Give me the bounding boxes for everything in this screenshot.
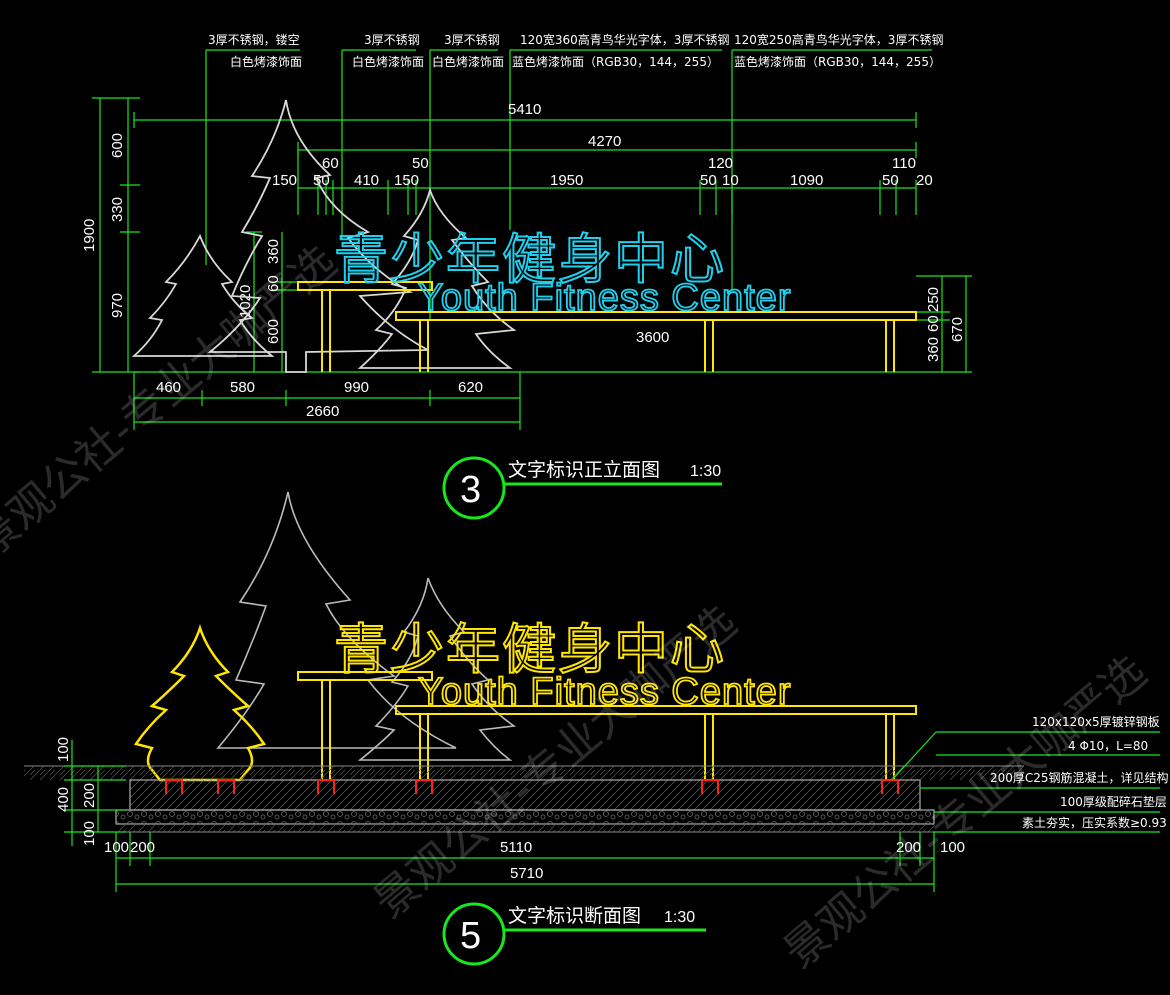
drawing-number-3: 3 bbox=[460, 469, 481, 511]
annotation-notes: 3厚不锈钢，镂空 白色烤漆饰面 3厚不锈钢 白色烤漆饰面 3厚不锈钢 白色烤漆饰… bbox=[205, 32, 943, 320]
dim-250: 250 bbox=[925, 287, 942, 312]
yellow-tree bbox=[133, 624, 267, 782]
section-dim-200-right: 200 bbox=[896, 839, 921, 856]
anchor-plates bbox=[165, 779, 899, 794]
note-5-line1: 120宽250高青鸟华光字体，3厚不锈钢 bbox=[734, 32, 943, 47]
section-note-1: 120x120x5厚镀锌钢板 bbox=[1032, 715, 1160, 729]
dim-60-right: 60 bbox=[925, 315, 942, 332]
section-dim-200-left: 200 bbox=[130, 839, 155, 856]
dim-410: 410 bbox=[354, 172, 379, 189]
note-3-line2: 白色烤漆饰面 bbox=[432, 54, 504, 69]
section-dim-5110: 5110 bbox=[500, 839, 532, 856]
dim-50b: 50 bbox=[700, 172, 717, 189]
bottom-dimensions: 460 580 990 620 2660 3600 bbox=[133, 329, 669, 430]
dim-620: 620 bbox=[458, 379, 483, 396]
note-5-line2: 蓝色烤漆饰面（RGB30，144，255） bbox=[734, 54, 941, 69]
section-note-5: 素土夯实，压实系数≥0.93 bbox=[1022, 815, 1167, 830]
top-dimensions: 5410 4270 60 50 bbox=[133, 101, 933, 215]
drawing-scale-3: 1:30 bbox=[690, 463, 721, 480]
dim-50a: 50 bbox=[313, 172, 330, 189]
section-dim-100-bottom: 100 bbox=[81, 821, 98, 846]
section-dim-100-top: 100 bbox=[55, 737, 72, 762]
note-1-line2: 白色烤漆饰面 bbox=[230, 54, 302, 69]
dim-1950: 1950 bbox=[550, 172, 583, 189]
dim-1090: 1090 bbox=[790, 172, 823, 189]
ghost-tree-large bbox=[216, 491, 457, 749]
small-tree-outline bbox=[131, 233, 275, 357]
section-sign-text-chinese: 青少年健身中心 bbox=[334, 618, 726, 681]
dim-10: 10 bbox=[722, 172, 739, 189]
mid-tree-outline bbox=[357, 186, 517, 369]
dim-360-right: 360 bbox=[925, 337, 942, 362]
section-sign-text-english: Youth Fitness Center bbox=[418, 671, 791, 713]
dim-20: 20 bbox=[916, 172, 933, 189]
drawing-scale-5: 1:30 bbox=[664, 909, 695, 926]
section-dim-100-left: 100 bbox=[104, 839, 129, 856]
dim-5410: 5410 bbox=[508, 101, 541, 118]
section-note-4: 100厚级配碎石垫层 bbox=[1060, 794, 1167, 809]
dim-150b: 150 bbox=[394, 172, 419, 189]
dim-600b: 600 bbox=[265, 319, 282, 344]
dim-60: 60 bbox=[322, 155, 339, 172]
dim-580: 580 bbox=[230, 379, 255, 396]
dim-1900: 1900 bbox=[81, 219, 98, 252]
dim-60-left: 60 bbox=[265, 275, 282, 292]
note-3-line1: 3厚不锈钢 bbox=[444, 33, 500, 47]
sign-text-chinese: 青少年健身中心 bbox=[334, 228, 726, 291]
note-4-line2: 蓝色烤漆饰面（RGB30，144，255） bbox=[512, 54, 719, 69]
dim-110: 110 bbox=[892, 155, 916, 172]
note-4-line1: 120宽360高青鸟华光字体，3厚不锈钢 bbox=[520, 32, 729, 47]
section-notes: 120x120x5厚镀锌钢板 4 Φ10，L=80 200厚C25钢筋混凝土，详… bbox=[891, 715, 1169, 833]
dim-460: 460 bbox=[156, 379, 181, 396]
dim-600: 600 bbox=[109, 133, 126, 158]
note-2-line1: 3厚不锈钢 bbox=[364, 33, 420, 47]
foundation-layers bbox=[24, 765, 1024, 833]
section-bottom-dimensions: 100 200 5110 200 100 5710 bbox=[104, 832, 965, 892]
watermark-layer: 景观公社-专业大咖严选 景观公社-专业大咖严选 景观公社-专业大咖严选 bbox=[0, 236, 1156, 978]
section-left-dimensions: 100 400 200 100 bbox=[55, 737, 126, 846]
section-dim-5710: 5710 bbox=[510, 865, 543, 882]
dim-990: 990 bbox=[344, 379, 369, 396]
drawing-title-text-3: 文字标识正立面图 bbox=[508, 459, 660, 481]
dim-4270: 4270 bbox=[588, 133, 621, 150]
sign-frame bbox=[297, 281, 917, 372]
elevation-drawing-3: 3厚不锈钢，镂空 白色烤漆饰面 3厚不锈钢 白色烤漆饰面 3厚不锈钢 白色烤漆饰… bbox=[81, 32, 972, 520]
section-dim-400: 400 bbox=[55, 787, 72, 812]
note-2-line2: 白色烤漆饰面 bbox=[352, 54, 424, 69]
ghost-tree-mid bbox=[357, 577, 517, 761]
section-drawing-5: 青少年健身中心 Youth Fitness Center 120x120x5厚镀… bbox=[24, 491, 1169, 966]
section-note-2: 4 Φ10，L=80 bbox=[1068, 739, 1148, 753]
drawing-number-5: 5 bbox=[460, 915, 481, 957]
dim-2660: 2660 bbox=[306, 403, 339, 420]
right-dimensions: 250 60 360 670 bbox=[916, 275, 972, 373]
sign-text-english: Youth Fitness Center bbox=[418, 277, 791, 319]
section-dim-200: 200 bbox=[81, 783, 98, 808]
dim-50c: 50 bbox=[882, 172, 899, 189]
dim-330: 330 bbox=[109, 197, 126, 222]
section-note-3: 200厚C25钢筋混凝土，详见结构 bbox=[990, 770, 1169, 785]
note-1-line1: 3厚不锈钢，镂空 bbox=[208, 33, 300, 47]
drawing-title-text-5: 文字标识断面图 bbox=[508, 905, 641, 927]
section-dim-100-right: 100 bbox=[940, 839, 965, 856]
dim-50-top: 50 bbox=[412, 155, 429, 172]
drawing-title-5: 5 文字标识断面图 1:30 bbox=[442, 902, 706, 966]
drawing-title-3: 3 文字标识正立面图 1:30 bbox=[442, 456, 722, 520]
tall-tree-outline bbox=[207, 99, 429, 373]
dim-670: 670 bbox=[949, 317, 966, 342]
dim-970: 970 bbox=[109, 293, 126, 318]
dim-150a: 150 bbox=[272, 172, 297, 189]
dim-120: 120 bbox=[708, 155, 733, 172]
watermark-text-1: 景观公社-专业大咖严选 bbox=[0, 236, 346, 568]
dim-360-left: 360 bbox=[265, 239, 282, 264]
dim-3600: 3600 bbox=[636, 329, 669, 346]
